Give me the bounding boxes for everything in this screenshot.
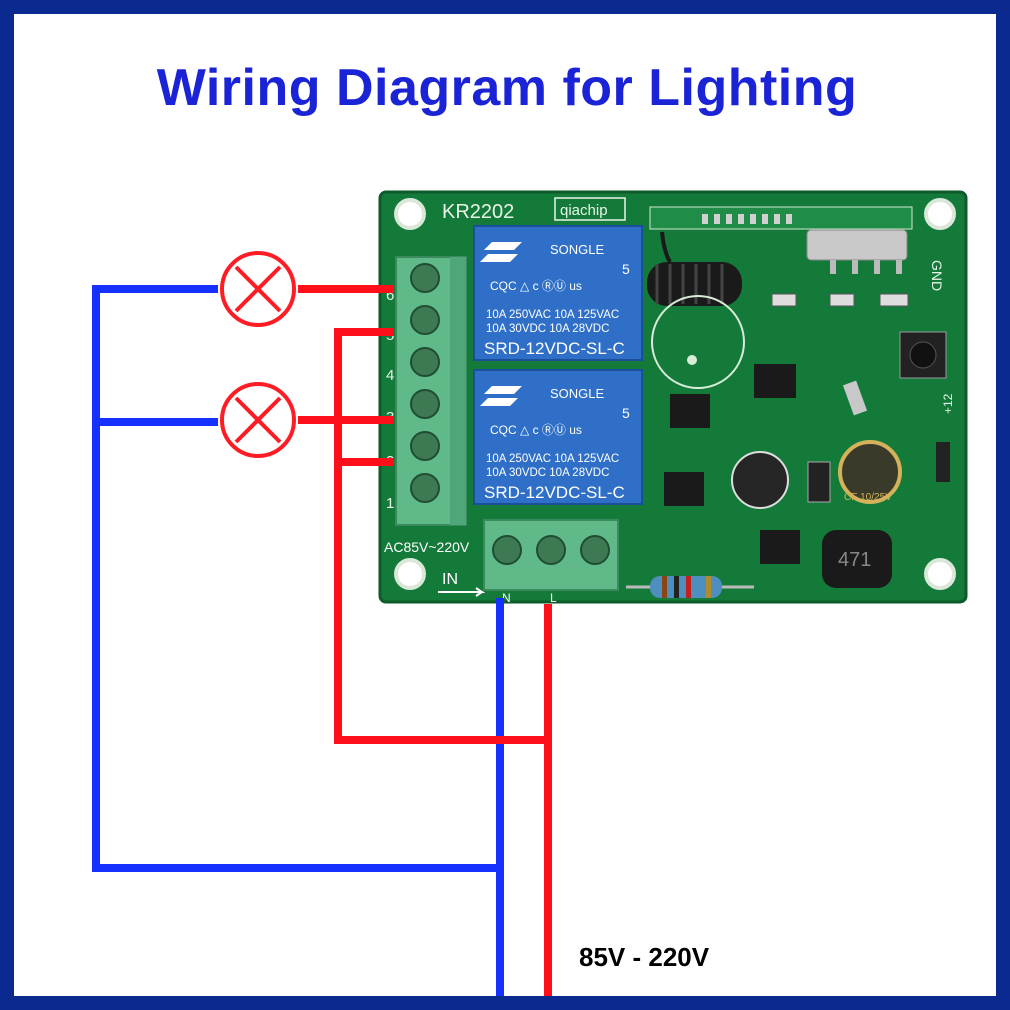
crystal — [806, 229, 908, 261]
relay-2-marks: CQC △ c ⓇⓊ us — [490, 423, 582, 437]
diagram-title: Wiring Diagram for Lighting — [156, 59, 858, 117]
component-outline — [651, 295, 745, 389]
ic-chip — [754, 364, 796, 398]
rf-module — [649, 206, 913, 230]
module-pins — [702, 214, 792, 224]
ic-chip — [670, 394, 710, 428]
relay-2: SONGLE 5 CQC △ c ⓇⓊ us 10A 250VAC 10A 12… — [473, 369, 643, 505]
relay-1-badge: 5 — [622, 261, 630, 277]
ic-chip — [664, 472, 704, 506]
relay-1-brand: SONGLE — [550, 242, 605, 257]
mount-hole — [924, 198, 956, 230]
brand-box — [554, 197, 626, 221]
gnd-label: GND — [929, 260, 945, 291]
relay-1-rating-2: 10A 30VDC 10A 28VDC — [486, 323, 609, 335]
wiring-diagram: KR2202 qiachip GND — [92, 190, 968, 996]
relay-2-badge: 5 — [622, 405, 630, 421]
relay-2-rating-1: 10A 250VAC 10A 125VAC — [486, 453, 619, 465]
resistor — [626, 576, 754, 598]
pin-label-6: 6 — [386, 287, 394, 304]
input-terminal-block — [483, 519, 619, 591]
inductor — [822, 530, 892, 588]
input-voltage-label: AC85V~220V — [384, 539, 470, 555]
neutral-wires — [92, 285, 504, 996]
plus12-label: +12 — [941, 393, 955, 414]
mount-hole — [394, 198, 426, 230]
pin-label-1: 1 — [386, 495, 394, 512]
live-wires — [298, 285, 552, 996]
antenna-coil — [647, 231, 742, 306]
board-model: KR2202 — [442, 201, 514, 223]
mount-hole — [924, 558, 956, 590]
cap-label: CF 10/25V — [844, 492, 892, 503]
inductor-label: 471 — [838, 549, 871, 571]
relay-2-brand: SONGLE — [550, 386, 605, 401]
input-pin-n: N — [502, 591, 511, 605]
board-brand: qiachip — [560, 202, 608, 219]
supply-voltage-label: 85V - 220V — [579, 942, 710, 972]
relay-1-rating-1: 10A 250VAC 10A 125VAC — [486, 309, 619, 321]
relay-1: SONGLE 5 CQC △ c ⓇⓊ us 10A 250VAC 10A 12… — [473, 225, 643, 361]
output-terminal-block: 6 5 4 3 2 1 — [386, 256, 467, 526]
relay-board: KR2202 qiachip GND — [378, 190, 968, 605]
neutral-loop — [92, 285, 504, 872]
live-common — [334, 328, 552, 744]
in-arrow-icon — [438, 587, 486, 597]
relay-2-rating-2: 10A 30VDC 10A 28VDC — [486, 467, 609, 479]
input-pin-l: L — [550, 591, 557, 605]
lamp-cross-icon — [234, 396, 282, 444]
capacitor — [838, 440, 902, 504]
lamp-1 — [220, 251, 296, 327]
capacitor — [731, 451, 789, 509]
ic-chip — [760, 530, 800, 564]
diagram-frame: Wiring Diagram for Lighting KR2202 qiach… — [12, 12, 998, 998]
header-pins — [830, 260, 902, 274]
terminal-screws — [410, 263, 440, 503]
mount-hole — [394, 558, 426, 590]
relay-1-model: SRD-12VDC-SL-C — [484, 339, 625, 358]
in-label: IN — [442, 571, 458, 588]
lamp-2 — [220, 382, 296, 458]
lamp-cross-icon — [234, 265, 282, 313]
relay-2-model: SRD-12VDC-SL-C — [484, 483, 625, 502]
relay-1-marks: CQC △ c ⓇⓊ us — [490, 279, 582, 293]
pin-label-4: 4 — [386, 367, 394, 384]
